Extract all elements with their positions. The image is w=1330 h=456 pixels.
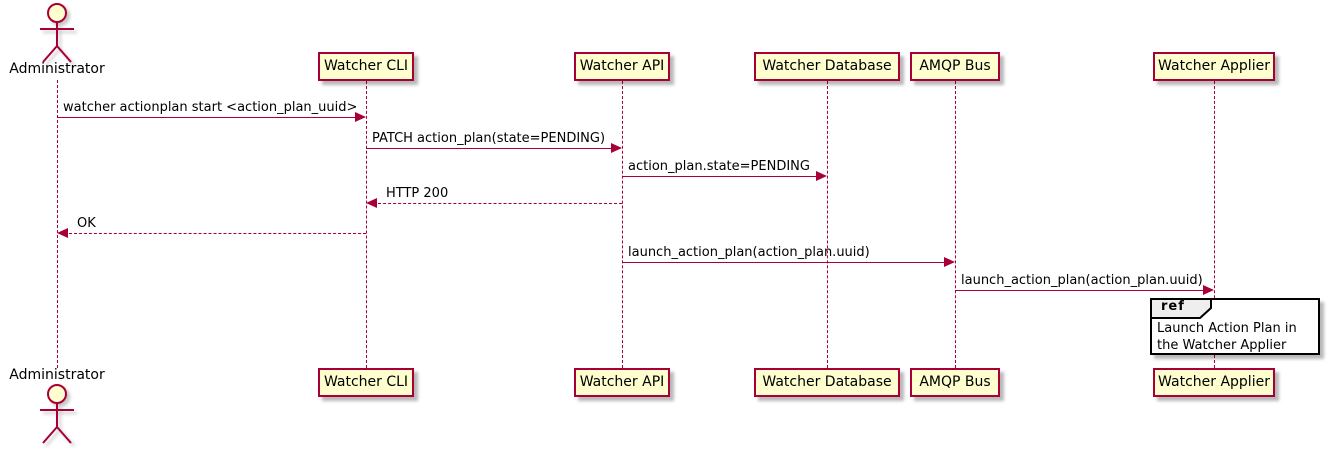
participant-watcher-database-top: Watcher Database bbox=[754, 52, 900, 81]
participant-watcher-api-bottom: Watcher API bbox=[574, 368, 670, 397]
actor-icon bbox=[40, 3, 74, 63]
message-http-200: HTTP 200 bbox=[366, 186, 622, 210]
message-label: HTTP 200 bbox=[386, 186, 449, 201]
message-line bbox=[622, 262, 948, 263]
ref-keyword: ref bbox=[1161, 299, 1185, 314]
lifeline-watcher-applier bbox=[1214, 81, 1215, 368]
message-label: PATCH action_plan(state=PENDING) bbox=[372, 131, 606, 146]
arrowhead-icon bbox=[611, 143, 622, 153]
actor-label-bottom: Administrator bbox=[9, 367, 105, 383]
actor-icon-bottom bbox=[40, 384, 74, 444]
arrowhead-icon bbox=[816, 171, 827, 181]
message-ok: OK bbox=[57, 216, 366, 240]
message-line bbox=[64, 233, 366, 234]
message-label: launch_action_plan(action_plan.uuid) bbox=[628, 245, 870, 260]
arrowhead-icon bbox=[57, 228, 68, 238]
participant-watcher-database-bottom: Watcher Database bbox=[754, 368, 900, 397]
message-patch-action-plan: PATCH action_plan(state=PENDING) bbox=[366, 131, 622, 155]
message-label: watcher actionplan start <action_plan_uu… bbox=[63, 100, 358, 115]
participant-amqp-bus-bottom: AMQP Bus bbox=[910, 368, 1000, 397]
participant-watcher-api-top: Watcher API bbox=[574, 52, 670, 81]
message-launch-action-plan-applier: launch_action_plan(action_plan.uuid) bbox=[955, 273, 1214, 297]
ref-text: Launch Action Plan in the Watcher Applie… bbox=[1157, 321, 1297, 353]
participant-amqp-bus-top: AMQP Bus bbox=[910, 52, 1000, 81]
arrowhead-icon bbox=[1203, 285, 1214, 295]
lifeline-amqp-bus bbox=[955, 81, 956, 368]
participant-watcher-applier-top: Watcher Applier bbox=[1153, 52, 1275, 81]
arrowhead-icon bbox=[366, 198, 377, 208]
actor-label-top: Administrator bbox=[9, 61, 105, 77]
arrowhead-icon bbox=[355, 112, 366, 122]
participant-watcher-applier-bottom: Watcher Applier bbox=[1153, 368, 1275, 397]
message-actionplan-start: watcher actionplan start <action_plan_uu… bbox=[57, 100, 366, 124]
arrowhead-icon bbox=[944, 257, 955, 267]
message-line bbox=[955, 290, 1207, 291]
message-line bbox=[366, 148, 615, 149]
lifeline-administrator bbox=[57, 80, 58, 368]
lifeline-watcher-api bbox=[622, 81, 623, 368]
ref-header: ref bbox=[1150, 298, 1218, 319]
ref-fragment: ref Launch Action Plan in the Watcher Ap… bbox=[1150, 298, 1320, 355]
message-label: action_plan.state=PENDING bbox=[628, 159, 810, 174]
lifeline-watcher-cli bbox=[366, 81, 367, 368]
participant-watcher-cli-bottom: Watcher CLI bbox=[318, 368, 414, 397]
ref-pentagon-icon bbox=[1150, 298, 1212, 319]
message-line bbox=[622, 176, 820, 177]
message-state-pending: action_plan.state=PENDING bbox=[622, 159, 827, 183]
message-line bbox=[373, 203, 622, 204]
message-line bbox=[57, 117, 359, 118]
message-label: OK bbox=[77, 216, 96, 231]
message-launch-action-plan-amqp: launch_action_plan(action_plan.uuid) bbox=[622, 245, 955, 269]
message-label: launch_action_plan(action_plan.uuid) bbox=[961, 273, 1203, 288]
participant-watcher-cli-top: Watcher CLI bbox=[318, 52, 414, 81]
lifeline-watcher-database bbox=[827, 81, 828, 368]
